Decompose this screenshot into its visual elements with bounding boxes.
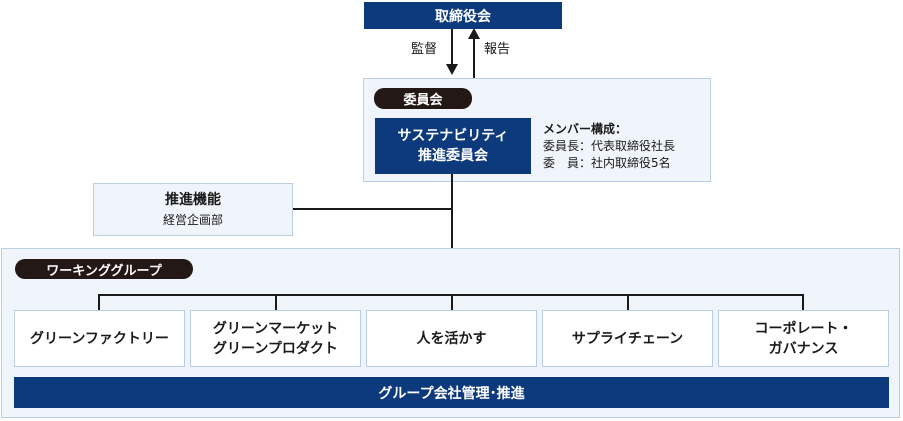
wg-drop-2: [275, 294, 277, 310]
wg-drop-4: [627, 294, 629, 310]
wg-item-label: 人を活かす: [416, 330, 487, 347]
committee-tag: 委員会: [374, 88, 472, 109]
group-company-bar: グループ会社管理･推進: [14, 377, 889, 408]
members-title: メンバー構成：: [543, 122, 628, 136]
working-group-tag-label: ワーキンググループ: [46, 263, 162, 279]
wg-item-label: グリーンファクトリー: [30, 330, 169, 347]
promotion-connector: [293, 208, 453, 210]
committee-members: メンバー構成： 委員長：代表取締役社長 委 員：社内取締役5名: [543, 121, 675, 172]
wg-item-human-capital: 人を活かす: [366, 310, 537, 367]
report-arrow-shaft: [473, 38, 475, 78]
promotion-box: 推進機能 経営企画部: [93, 183, 293, 236]
wg-item-label-line2: グリーンプロダクト: [213, 340, 338, 357]
wg-item-supply-chain: サプライチェーン: [542, 310, 713, 367]
committee-name-line2: 推進委員会: [418, 148, 488, 164]
wg-item-label: グリーンマーケット: [212, 320, 339, 337]
committee-name-line1: サステナビリティ: [397, 128, 509, 144]
committee-panel: 委員会 サステナビリティ 推進委員会 メンバー構成： 委員長：代表取締役社長 委…: [363, 78, 711, 182]
promotion-title: 推進機能: [165, 191, 221, 208]
wg-item-green-market-product: グリーンマーケット グリーンプロダクト: [190, 310, 361, 367]
supervise-label: 監督: [411, 42, 438, 57]
wg-item-label: サプライチェーン: [571, 330, 684, 347]
wg-item-label: コーポレート・: [754, 320, 853, 337]
supervise-arrowhead-icon: [446, 64, 458, 75]
wg-drop-3: [451, 294, 453, 310]
report-label: 報告: [484, 42, 511, 57]
main-vertical-connector: [451, 174, 453, 310]
wg-drop-1: [98, 294, 100, 310]
wg-item-green-factory: グリーンファクトリー: [14, 310, 185, 367]
promotion-dept: 経営企画部: [162, 212, 223, 227]
wg-item-label-line2: ガバナンス: [768, 340, 839, 357]
report-arrowhead-icon: [468, 28, 480, 39]
wg-drop-5: [802, 294, 804, 310]
committee-name-box: サステナビリティ 推進委員会: [375, 118, 531, 174]
working-group-tag: ワーキンググループ: [15, 259, 193, 279]
supervise-arrow-shaft: [451, 29, 453, 69]
board-label: 取締役会: [435, 8, 491, 25]
board-box: 取締役会: [364, 2, 562, 29]
members-chair: 委員長：代表取締役社長: [543, 139, 676, 153]
group-company-label: グループ会社管理･推進: [378, 385, 525, 402]
wg-item-corporate-governance: コーポレート・ ガバナンス: [718, 310, 889, 367]
committee-tag-label: 委員会: [403, 93, 443, 108]
members-members: 委 員：社内取締役5名: [543, 156, 671, 170]
